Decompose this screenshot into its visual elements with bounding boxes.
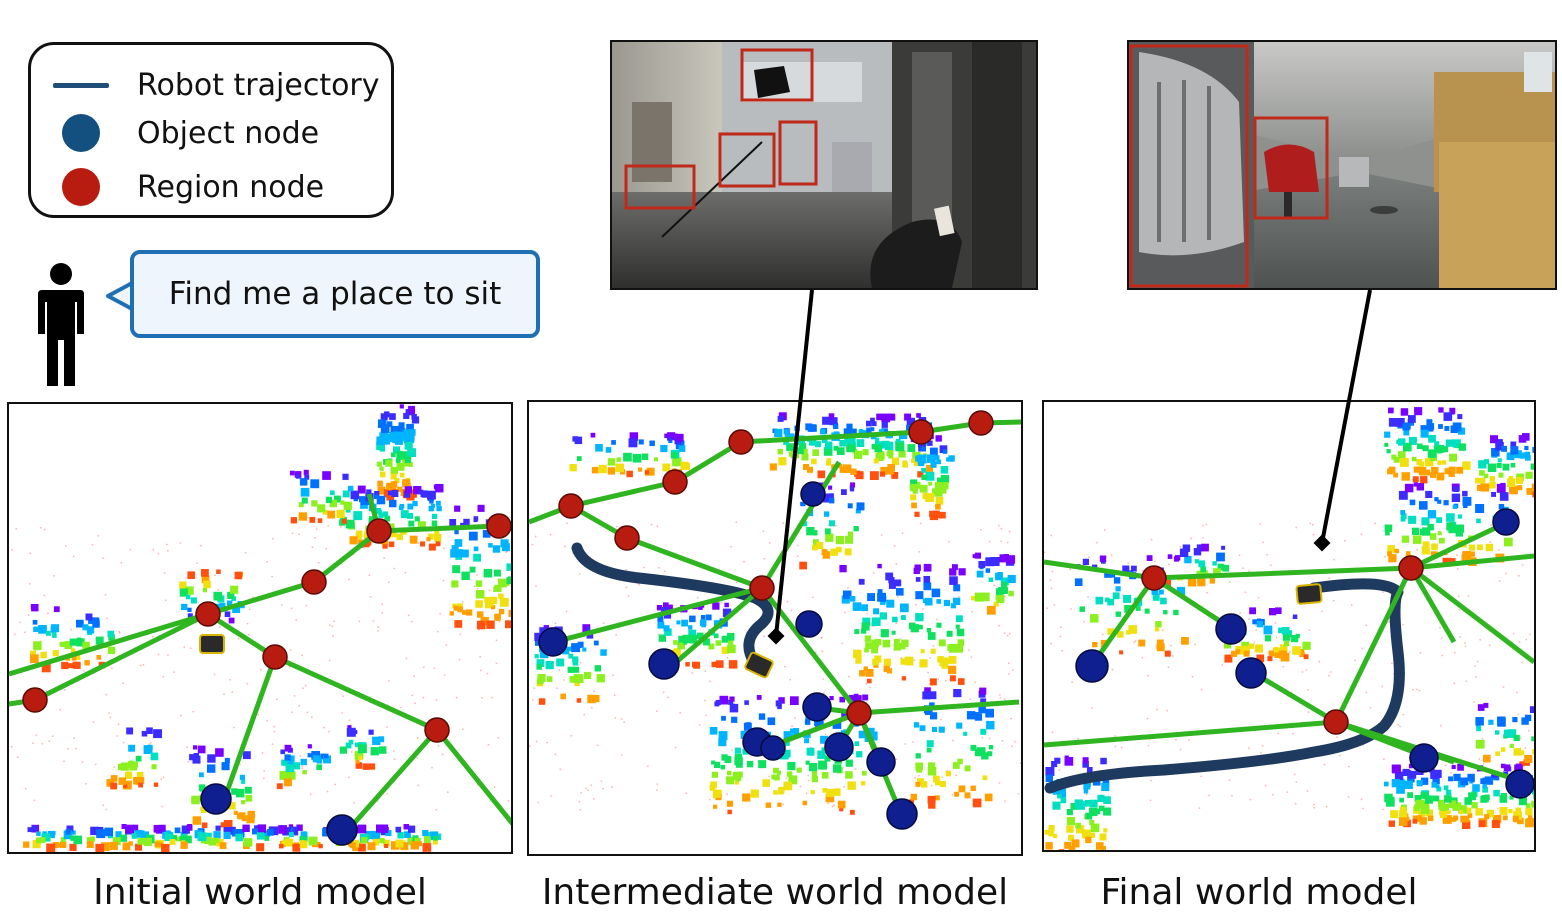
- legend-item-robot-trajectory: Robot trajectory: [31, 63, 391, 107]
- graph-edge: [378, 523, 500, 534]
- region-node: [1323, 709, 1349, 735]
- region-node: [614, 525, 640, 551]
- point-cloud: [1044, 407, 1534, 850]
- graph-edge: [553, 585, 763, 645]
- world-model-panel-intermediate: [527, 400, 1023, 856]
- graph-edge: [1333, 566, 1414, 724]
- graph-edge: [1153, 565, 1412, 581]
- region-node: [728, 429, 754, 455]
- object-node: [800, 481, 826, 507]
- region-node-dot-icon: [62, 168, 100, 206]
- graph-edge: [740, 429, 922, 445]
- object-node: [866, 747, 896, 777]
- graph-edge: [1044, 559, 1155, 581]
- person-icon: [38, 263, 84, 386]
- query-speech-bubble: Find me a place to sit: [130, 250, 540, 338]
- graph-edge: [9, 611, 209, 677]
- object-node: [648, 648, 680, 680]
- legend-item-region-node: Region node: [31, 165, 391, 209]
- legend-box: Robot trajectory Object node Region node: [28, 42, 394, 218]
- graph-edge: [1408, 566, 1457, 644]
- object-node-dot-icon: [62, 114, 100, 152]
- region-node: [366, 518, 392, 544]
- query-text: Find me a place to sit: [168, 276, 502, 312]
- graph-edge: [1089, 576, 1157, 667]
- graph-edge: [347, 728, 439, 831]
- graph-edge: [672, 586, 764, 666]
- object-node: [1492, 508, 1520, 536]
- graph-edge: [312, 529, 381, 584]
- graph-edge: [207, 579, 315, 617]
- object-node: [886, 798, 918, 830]
- object-node: [1235, 657, 1267, 689]
- robot-icon: [199, 634, 225, 654]
- caption-final: Final world model: [1100, 872, 1418, 913]
- region-node: [22, 687, 48, 713]
- world-model-panel-final: [1042, 400, 1536, 852]
- region-node: [968, 410, 994, 436]
- graph-edge: [673, 439, 743, 485]
- graph-edge: [768, 710, 860, 750]
- graph-edge: [858, 699, 1020, 716]
- graph-edge: [626, 535, 763, 591]
- region-node: [1141, 565, 1167, 591]
- region-node: [662, 469, 688, 495]
- graph-edge: [1410, 553, 1534, 571]
- region-node: [1398, 555, 1424, 581]
- object-node: [326, 814, 358, 846]
- graph-edge: [1250, 669, 1338, 725]
- graph-edge: [1409, 566, 1534, 664]
- object-node: [1505, 769, 1534, 799]
- object-node: [760, 735, 786, 761]
- robot-trajectory: [1044, 578, 1405, 794]
- region-node: [558, 493, 584, 519]
- robot-icon: [744, 651, 774, 679]
- object-node: [802, 692, 832, 722]
- region-node: [908, 419, 934, 445]
- object-node: [1409, 743, 1439, 773]
- point-cloud: [10, 404, 511, 852]
- trajectory-line-icon: [53, 82, 109, 88]
- legend-label: Region node: [137, 169, 325, 205]
- caption-intermediate: Intermediate world model: [541, 872, 1009, 913]
- graph-edge: [206, 611, 277, 660]
- region-node: [195, 601, 221, 627]
- robot-icon: [1295, 583, 1323, 605]
- graph-edge: [33, 611, 210, 703]
- region-node: [301, 569, 327, 595]
- region-node: [424, 717, 450, 743]
- region-node: [846, 700, 872, 726]
- graph-edge: [570, 479, 676, 509]
- graph-edge: [435, 728, 511, 826]
- graph-edge: [1409, 519, 1510, 571]
- object-node: [824, 732, 854, 762]
- graph-edge: [1044, 719, 1337, 748]
- object-node: [795, 610, 823, 638]
- graph-edge: [221, 656, 278, 801]
- camera-view-intermediate: [610, 40, 1038, 290]
- object-node: [538, 627, 568, 657]
- graph-edge: [273, 654, 439, 733]
- legend-item-object-node: Object node: [31, 111, 391, 155]
- legend-label: Object node: [137, 115, 320, 151]
- legend-label: Robot trajectory: [137, 67, 380, 103]
- region-node: [749, 575, 775, 601]
- graph-edges: [1044, 519, 1534, 785]
- bubble-tail: [106, 280, 134, 312]
- object-node: [1075, 649, 1109, 683]
- caption-initial: Initial world model: [93, 872, 427, 913]
- camera-view-final: [1127, 40, 1557, 290]
- graph-edges: [9, 493, 511, 831]
- object-node: [200, 783, 232, 815]
- region-node: [486, 513, 511, 539]
- object-node: [1215, 613, 1247, 645]
- world-model-panel-initial: [7, 402, 513, 854]
- region-node: [262, 644, 288, 670]
